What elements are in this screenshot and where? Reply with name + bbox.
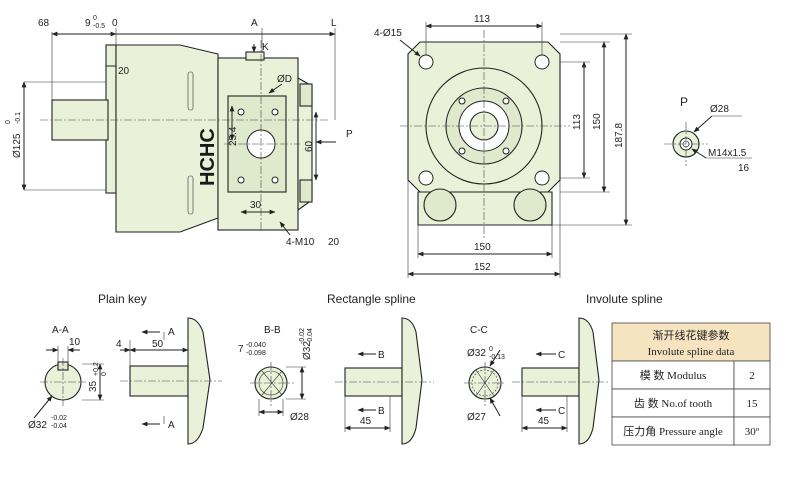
plain-key-d4: 4 [116,339,122,350]
dim-113-side: 113 [572,114,583,130]
dim-od: ØD [277,74,292,85]
dim-9-tol-top: 0 [93,15,97,22]
table-row-label: 压力角 Pressure angle [623,425,723,438]
table-row-value: 2 [749,370,755,382]
dim-150-bot: 150 [474,242,491,253]
mount-hole-bl [418,170,434,186]
side-slot-lower [187,175,194,215]
dim-a: A [251,18,258,29]
dim-113-top: 113 [474,14,490,25]
rect-spline-cut-top: B [378,350,385,361]
involute-spline-section: Involute spline C-C Ø32 0 -0.13 Ø27 45 C… [464,292,663,445]
dim-125: Ø125 [12,133,23,158]
involute-spline-d32-tol-bot: -0.13 [489,354,505,361]
port-detail-d16: 16 [738,163,750,174]
side-boss-upper [299,83,313,107]
rect-spline-d7-tol-top: -0.040 [246,342,266,349]
involute-spline-section-label: C-C [470,325,488,336]
port-bolt-3 [237,176,245,184]
dim-k: K [262,42,269,53]
dim-152: 152 [474,262,491,273]
rect-spline-d28: Ø28 [290,412,309,423]
plain-key-d32-tol-bot: -0.04 [51,423,67,430]
dim-25: 25.4 [228,126,239,146]
dim-125-tol-bot: -0.1 [15,112,22,124]
plain-key-d35: 35 [88,380,99,392]
involute-spline-title: Involute spline [586,292,663,306]
rect-spline-d32-tol-top: -0.02 [299,328,306,344]
port-detail-d28: Ø28 [710,104,729,115]
dim-9-tol-bot: -0.5 [93,23,105,30]
mount-hole-tl [418,54,434,70]
rect-spline-section: Rectangle spline B-B 7 -0.040 -0.098 Ø32… [238,292,434,445]
plain-key-d10: 10 [69,337,81,348]
dim-60: 60 [304,140,315,152]
spline-data-table: 渐开线花键参数 Involute spline data 模 数 Modulus… [611,322,771,446]
dim-holes: 4-Ø15 [374,28,402,39]
dim-20-bot: 20 [328,237,340,248]
plain-key-title: Plain key [98,292,147,306]
brand-logo: HCHC [197,128,219,186]
plain-key-d35-tol-bot: 0 [101,372,108,376]
dim-p: P [346,129,353,140]
mount-hole-br [534,170,550,186]
involute-spline-flange [578,317,600,445]
plain-key-section-label: A-A [52,325,69,336]
rect-spline-d7-tol-bot: -0.098 [246,350,266,357]
plain-key-cut-top: A [168,327,175,338]
involute-spline-cut-bot: C [558,406,565,417]
dim-187: 187.8 [614,123,625,148]
plain-key-d35-tol-top: +0.2 [93,362,100,376]
table-row-value: 30º [745,426,760,438]
dim-68: 68 [38,18,50,29]
table-row-label: 齿 数 No.of tooth [634,397,713,410]
port-detail-thread: M14x1.5 [708,148,747,159]
rect-spline-section-label: B-B [264,325,281,336]
table-row-value: 15 [747,398,759,410]
dim-20-top: 20 [118,66,130,77]
dim-9: 9 [85,18,91,29]
plain-key-d32: Ø32 [28,420,47,431]
table-header-en: Involute spline data [648,346,735,358]
table-header-cn: 渐开线花键参数 [653,328,730,342]
port-bolt-1 [237,108,245,116]
front-view: 4-Ø15 113 113 150 187.8 150 152 [374,14,632,278]
dim-30: 30 [250,200,262,211]
rect-spline-d45: 45 [360,416,372,427]
side-boss-lower [299,179,313,203]
rect-spline-d7: 7 [238,344,244,355]
side-slot-upper [187,71,194,111]
port-detail: P Ø28 M14x1.5 16 [664,95,752,174]
side-view: HCHC 68 9 0 -0.5 0 A L K 20 ØD 25.4 60 3… [5,15,353,248]
dim-125-tol-top: 0 [5,120,12,124]
dim-l: L [331,18,337,29]
involute-spline-d32: Ø32 [467,348,486,359]
port-detail-label: P [680,95,688,109]
port-bolt-2 [271,108,279,116]
dim-m10: 4-M10 [286,237,315,248]
involute-spline-d45: 45 [538,416,550,427]
table-row-label: 模 数 Modulus [640,369,707,382]
rect-spline-d32-tol-bot: -0.04 [307,328,314,344]
port-bolt-4 [271,176,279,184]
table-header [611,322,771,362]
involute-spline-d27: Ø27 [467,412,486,423]
plain-key-d50: 50 [152,339,164,350]
dim-150-side: 150 [592,113,603,130]
plain-key-flange [187,317,211,445]
rect-spline-title: Rectangle spline [327,292,416,306]
dim-0: 0 [112,18,118,29]
rect-spline-cut-bot: B [378,406,385,417]
plain-key-d32-tol-top: -0.02 [51,415,67,422]
involute-spline-cut-top: C [558,350,565,361]
rect-spline-d32: Ø32 [302,341,313,360]
involute-spline-d32-tol-top: 0 [489,346,493,353]
plain-key-section: Plain key A-A 10 35 +0.2 0 Ø32 -0.02 -0.… [28,292,222,445]
rect-spline-flange [401,317,423,445]
plain-key-cut-bot: A [168,420,175,431]
mount-hole-tr [534,54,550,70]
